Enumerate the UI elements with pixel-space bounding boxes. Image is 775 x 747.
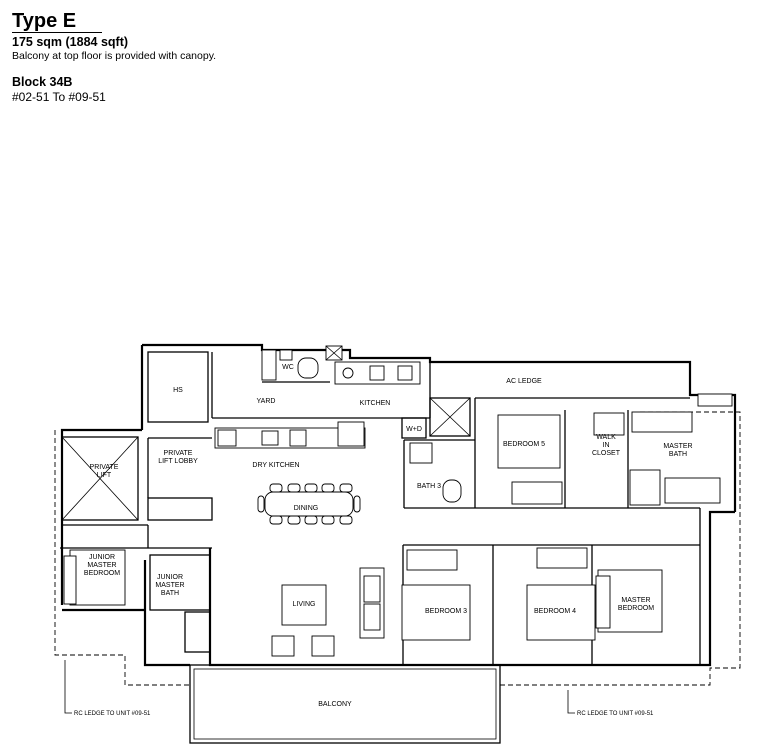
room-label-wc: WC <box>282 364 294 371</box>
room-label-wd: W+D <box>406 426 422 433</box>
room-label-ac-ledge: AC LEDGE <box>506 378 542 385</box>
interior-walls <box>60 351 701 665</box>
room-label-yard: YARD <box>257 398 276 405</box>
room-label-dry-kitchen: DRY KITCHEN <box>252 462 299 469</box>
rc-ledge-left-label: RC LEDGE TO UNIT #09-51 <box>74 711 151 717</box>
room-label-dining: DINING <box>294 505 319 512</box>
unit-area: 175 sqm (1884 sqft) <box>12 35 129 49</box>
balcony-note: Balcony at top floor is provided with ca… <box>12 50 217 62</box>
unit-type-title: Type E <box>12 10 103 33</box>
room-label-kitchen: KITCHEN <box>360 400 391 407</box>
rc-ledge-right-label: RC LEDGE TO UNIT #09-51 <box>577 711 654 717</box>
balcony-area <box>189 664 501 744</box>
room-label-living: LIVING <box>293 601 316 608</box>
block-name: Block 34B <box>12 75 73 89</box>
room-label-hs: HS <box>173 387 183 394</box>
room-label-balcony: BALCONY <box>318 701 352 708</box>
room-label-bedroom5: BEDROOM 5 <box>503 441 545 448</box>
plan-header: Type E 175 sqm (1884 sqft) Balcony at to… <box>12 10 312 104</box>
unit-range: #02-51 To #09-51 <box>12 90 106 104</box>
room-label-bedroom3: BEDROOM 3 <box>425 608 467 615</box>
exterior-walls <box>60 343 737 667</box>
room-label-bath3: BATH 3 <box>417 483 441 490</box>
rc-ledge-callouts: RC LEDGE TO UNIT #09-51 RC LEDGE TO UNIT… <box>64 660 654 717</box>
fixtures <box>63 345 733 657</box>
room-label-bedroom4: BEDROOM 4 <box>534 608 576 615</box>
